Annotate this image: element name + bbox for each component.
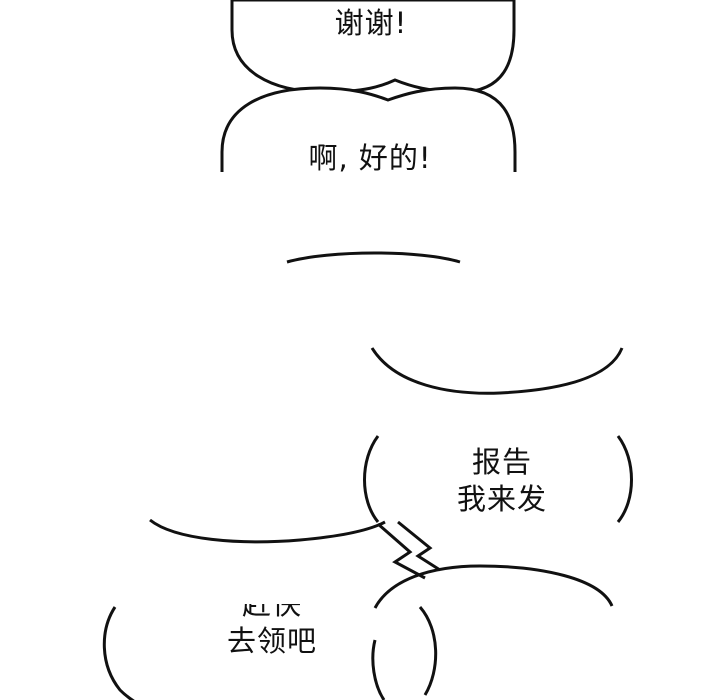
bubble-text-report: 报告 我来发 bbox=[457, 448, 547, 514]
bubble-text-ok: 啊, 好的! bbox=[308, 141, 432, 175]
bubble-text-claim: 赶快 去领吧 bbox=[226, 587, 318, 658]
bubble-text-claim-line1: 赶快 bbox=[241, 587, 303, 621]
speech-bubble-claim bbox=[102, 606, 438, 700]
speech-bubble-right-partial bbox=[370, 347, 624, 395]
speech-bubble-thanks bbox=[230, 0, 516, 94]
speech-bubble-large-left-top bbox=[286, 251, 461, 264]
bubble-connector bbox=[377, 520, 441, 580]
panel-gap-1 bbox=[0, 173, 720, 261]
bubble-text-report-line2: 我来发 bbox=[456, 482, 548, 516]
bubble-text-claim-line2: 去领吧 bbox=[226, 624, 318, 658]
speech-bubble-large-left bbox=[149, 518, 386, 544]
speech-bubble-report bbox=[363, 435, 633, 523]
bubble-text-thanks: 谢谢! bbox=[334, 6, 408, 40]
speech-bubble-ok bbox=[220, 86, 517, 172]
speech-bubble-bottom-right bbox=[371, 564, 614, 700]
bubble-text-report-line1: 报告 bbox=[471, 445, 533, 479]
